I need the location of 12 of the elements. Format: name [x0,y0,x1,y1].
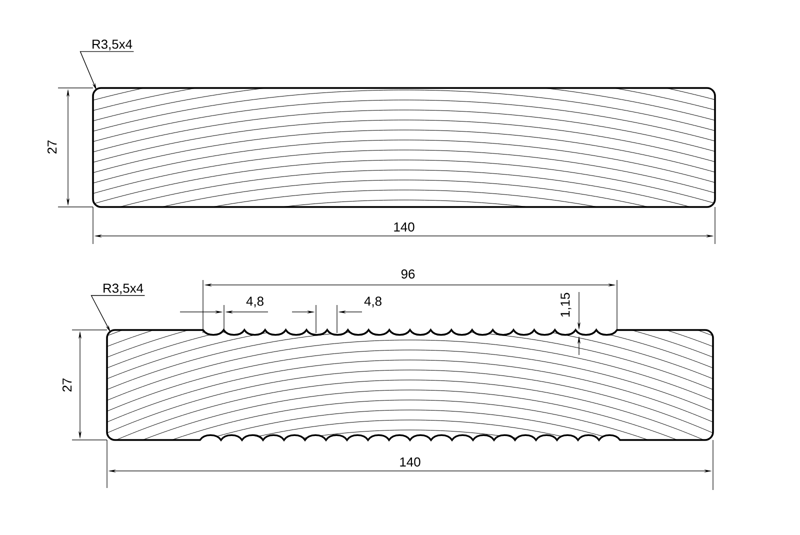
dimension-label: 96 [401,269,415,279]
dimension-label: 140 [394,222,414,232]
dimension-label: 4,8 [364,296,382,308]
board-drawing [92,87,716,208]
radius-label: R3,5x4 [92,40,132,50]
board-drawing [106,329,714,441]
dimension-label: 1,15 [560,292,572,317]
dimension-label: 4,8 [246,296,264,308]
radius-label: R3,5x4 [104,284,144,294]
dimension-label: 140 [400,457,420,467]
dimension-label: 27 [47,140,57,154]
dimension-label: 27 [62,378,72,392]
